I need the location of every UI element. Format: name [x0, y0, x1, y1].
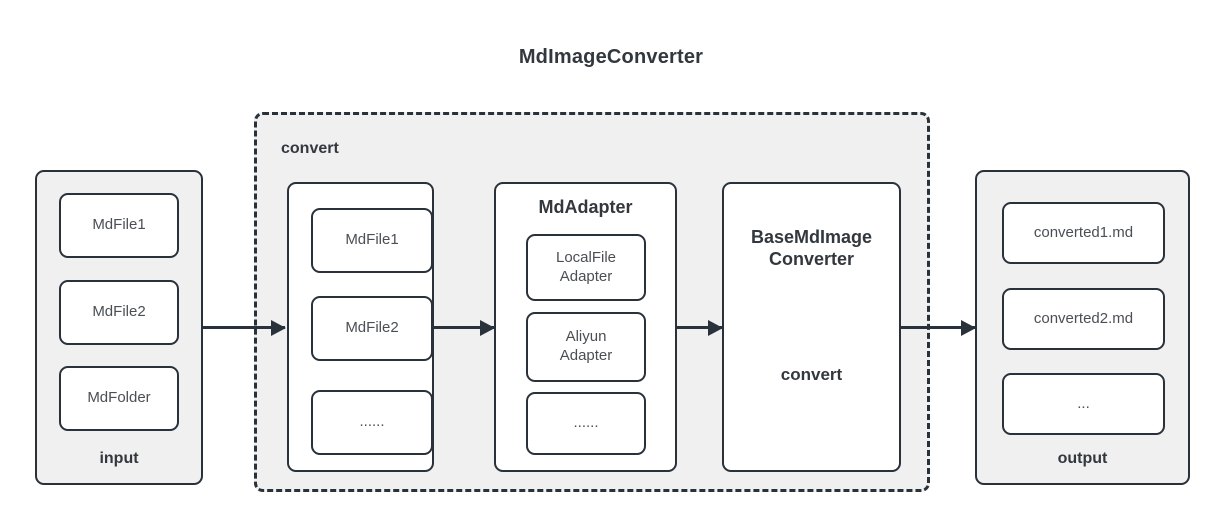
base-md-image-converter-heading: BaseMdImage Converter	[750, 227, 873, 269]
md-adapter-node-localfile-adapter[interactable]: LocalFile Adapter	[526, 234, 646, 301]
input-node-mdfolder[interactable]: MdFolder	[59, 366, 179, 431]
input-group-caption: input	[99, 450, 139, 467]
input-node-mdfile1[interactable]: MdFile1	[59, 193, 179, 258]
md-adapter-node-ellipsis[interactable]: ......	[526, 392, 646, 455]
convert-files-node-mdfile1[interactable]: MdFile1	[311, 208, 433, 273]
base-md-image-converter-container	[722, 182, 901, 472]
arrow-adapter-to-converter	[677, 326, 722, 329]
convert-files-node-mdfile2[interactable]: MdFile2	[311, 296, 433, 361]
output-node-converted1[interactable]: converted1.md	[1002, 202, 1165, 264]
arrow-converter-to-output	[901, 326, 975, 329]
base-md-image-converter-method: convert	[780, 365, 843, 384]
output-node-ellipsis[interactable]: ...	[1002, 373, 1165, 435]
output-node-converted2[interactable]: converted2.md	[1002, 288, 1165, 350]
output-group-caption: output	[1057, 450, 1108, 467]
input-node-mdfile2[interactable]: MdFile2	[59, 280, 179, 345]
md-adapter-heading: MdAdapter	[538, 197, 633, 217]
page-title: MdImageConverter	[518, 46, 704, 68]
md-adapter-node-aliyun-adapter[interactable]: Aliyun Adapter	[526, 312, 646, 382]
convert-files-node-ellipsis[interactable]: ......	[311, 390, 433, 455]
arrow-files-to-adapter	[433, 326, 494, 329]
convert-group-caption: convert	[281, 140, 339, 157]
arrow-input-to-convert	[203, 326, 285, 329]
